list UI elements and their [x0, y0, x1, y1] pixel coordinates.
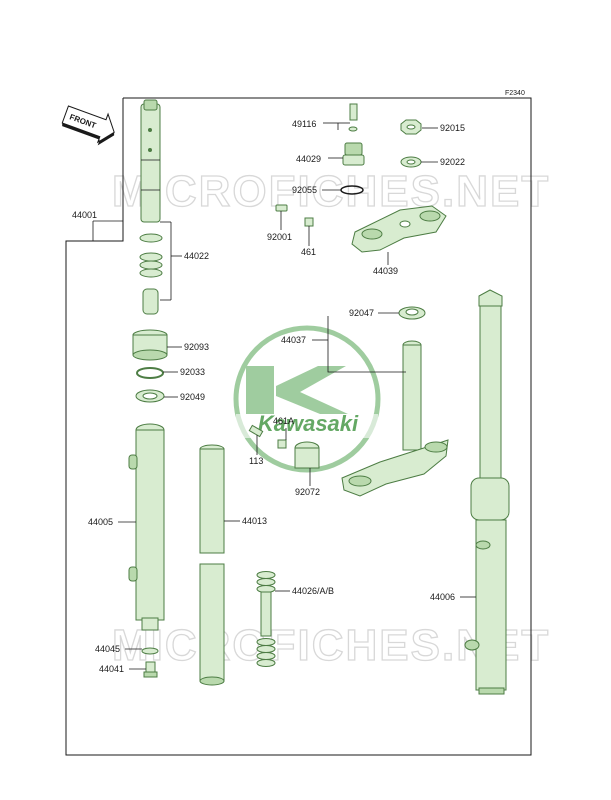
label-92047: 92047 — [349, 308, 374, 318]
label-44039: 44039 — [373, 266, 398, 276]
label-44001: 44001 — [72, 210, 97, 220]
bolt-113 — [248, 424, 264, 438]
inner-fork-tube — [140, 99, 161, 223]
bolt-49116 — [348, 103, 358, 132]
front-direction-arrow: FRONT — [61, 105, 115, 146]
label-44013: 44013 — [242, 516, 267, 526]
outer-fork-tube-left — [128, 423, 165, 631]
clamp-92072 — [294, 441, 320, 469]
label-92093: 92093 — [184, 342, 209, 352]
washer-44045 — [141, 647, 159, 655]
label-44041: 44041 — [99, 664, 124, 674]
label-92049: 92049 — [180, 392, 205, 402]
bearing-92047 — [398, 306, 426, 320]
label-113: 113 — [249, 456, 263, 466]
nut-461A — [277, 439, 287, 449]
label-92055: 92055 — [292, 185, 317, 195]
label-44045: 44045 — [95, 644, 120, 654]
label-461: 461 — [301, 247, 316, 257]
bracket-44037 — [327, 316, 406, 373]
logo-text: Kawasaki — [258, 411, 359, 436]
label-44029: 44029 — [296, 154, 321, 164]
diagram-code: F2340 — [505, 90, 525, 97]
fork-spring-44026 — [256, 571, 276, 667]
retaining-clip-92033 — [136, 367, 164, 379]
oil-seal-92093 — [132, 329, 168, 361]
cap-44029 — [342, 142, 365, 166]
label-92033: 92033 — [180, 367, 205, 377]
label-49116: 49116 — [292, 119, 316, 129]
kawasaki-logo: Kawasaki — [233, 325, 381, 473]
watermark-top: MICROFICHES.NET — [112, 167, 550, 216]
label-44026: 44026/A/B — [292, 586, 334, 596]
spring-collar — [142, 288, 159, 315]
label-92022: 92022 — [440, 157, 465, 167]
label-44006: 44006 — [430, 592, 455, 602]
label-44005: 44005 — [88, 517, 113, 527]
spring-seat-ring — [139, 233, 163, 243]
seal-92049 — [135, 389, 165, 403]
label-92072: 92072 — [295, 487, 320, 497]
leader-lines — [118, 122, 476, 670]
upper-bracket-44039 — [351, 205, 447, 253]
nut-461 — [304, 217, 314, 227]
label-92015: 92015 — [440, 123, 465, 133]
bolt-44041 — [143, 661, 158, 678]
steering-stem-44037 — [341, 340, 449, 497]
diagram-frame — [65, 97, 532, 756]
fork-tube-44013 — [199, 444, 225, 686]
washer-92022 — [400, 156, 422, 168]
label-44022: 44022 — [184, 251, 209, 261]
upper-fork-spring — [139, 252, 163, 278]
outer-fork-tube-right — [464, 289, 510, 695]
bolt-92001 — [275, 204, 288, 212]
label-92001: 92001 — [267, 232, 292, 242]
nut-92015 — [400, 119, 422, 135]
label-461A: 461A — [273, 416, 294, 426]
label-44037: 44037 — [281, 335, 306, 345]
